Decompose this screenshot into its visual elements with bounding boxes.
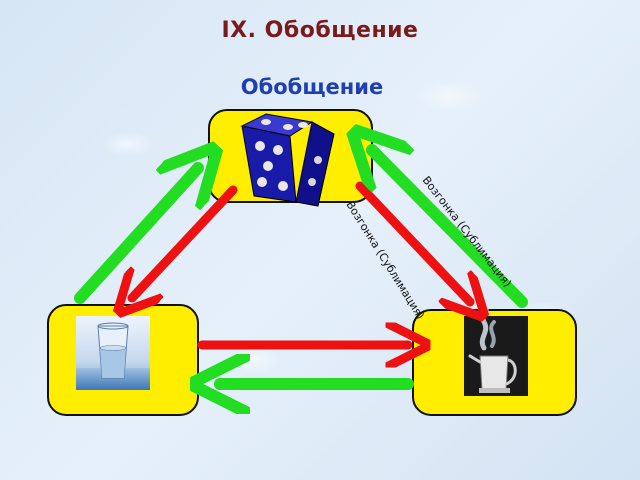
water-glass-icon (76, 316, 150, 390)
kettle-icon (464, 303, 528, 396)
slide-title: IX. Обобщение (221, 18, 419, 43)
arrow-gas-to-solid (372, 150, 528, 308)
arrow-solid-to-liquid (132, 185, 238, 298)
arrow-solid-to-gas-sublimation (355, 181, 470, 302)
die-icon (240, 113, 335, 207)
sublimation-label-upper: Возгонка (Сублимация) (420, 174, 514, 290)
arrow-liquid-to-solid (74, 168, 198, 304)
diagram-header: Обобщение (241, 75, 384, 99)
